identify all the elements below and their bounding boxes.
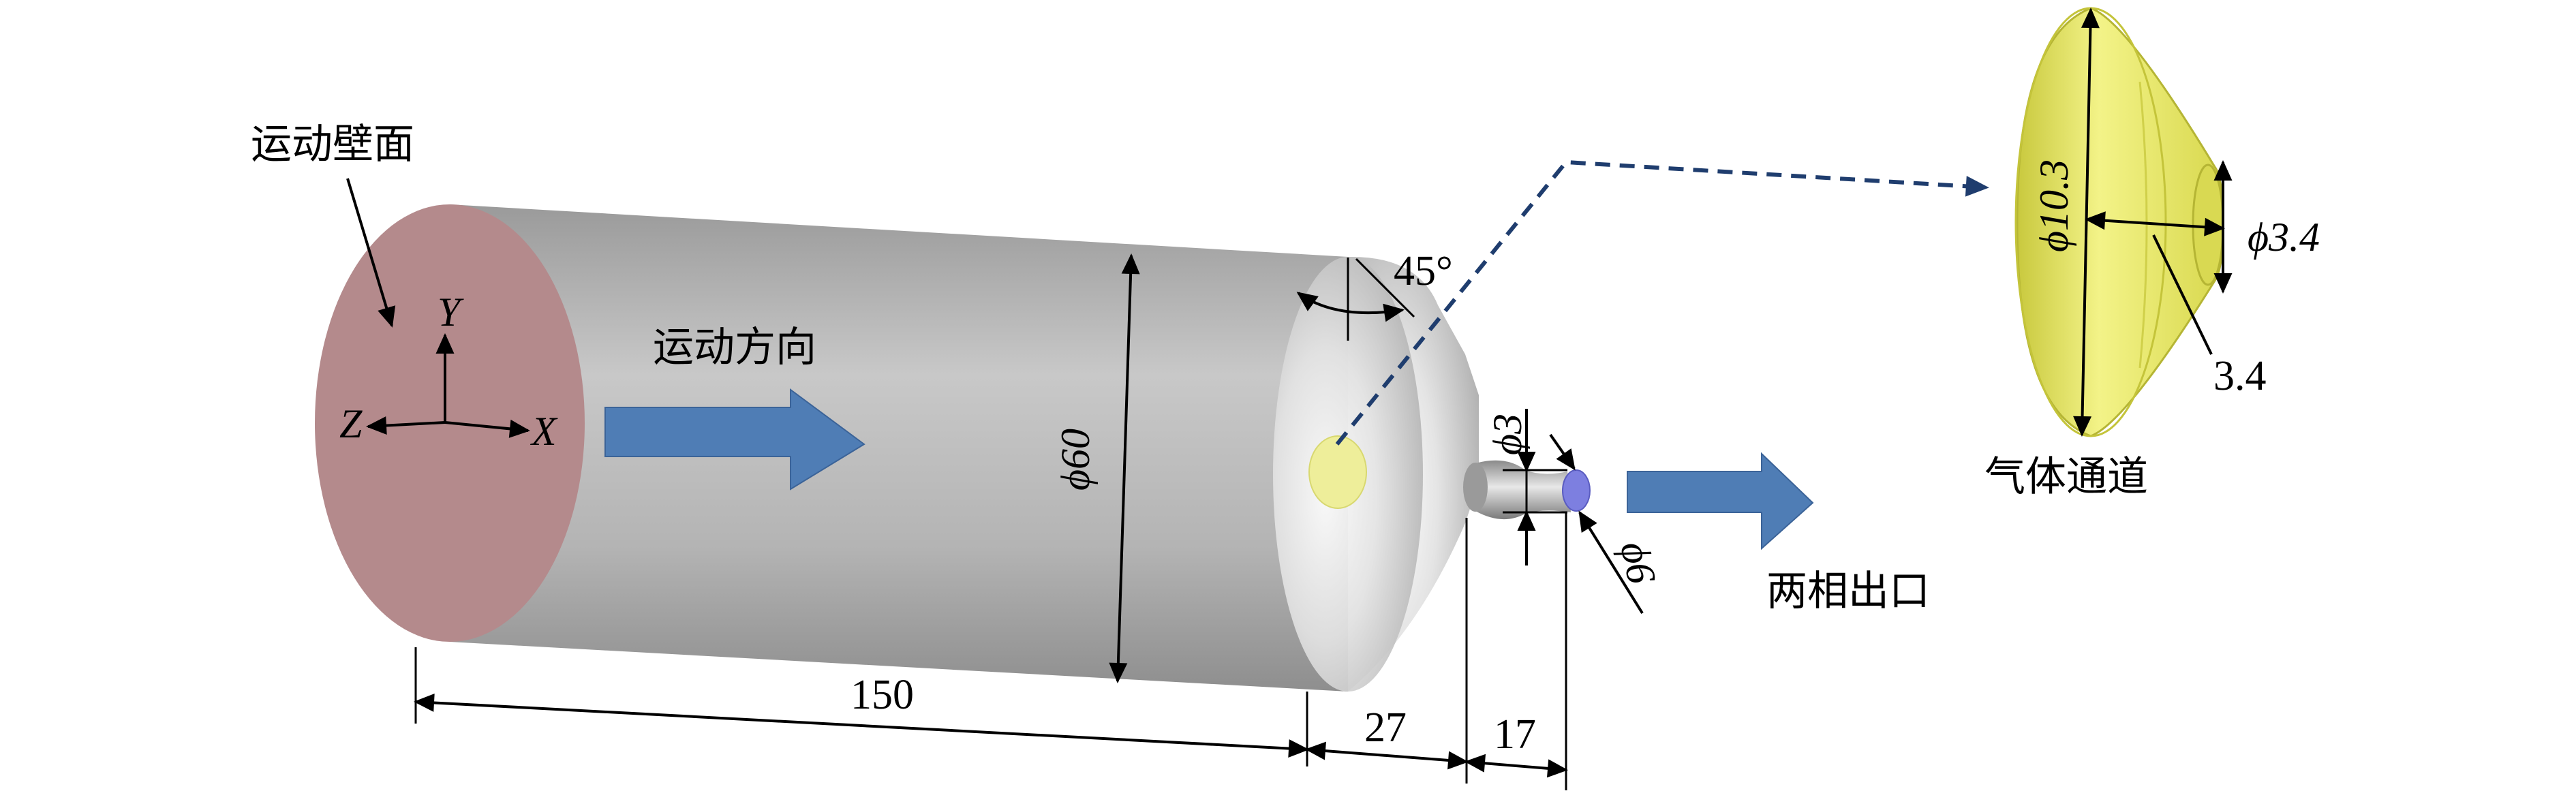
dim-channel-small-diameter: ϕ3.4 xyxy=(2213,160,2320,294)
coordinate-axes: Y X Z xyxy=(339,290,558,454)
dim-channel-large-diameter-label: ϕ10.3 xyxy=(2031,159,2076,252)
dim-length-main-line xyxy=(414,693,1309,758)
gas-channel-inlet xyxy=(1308,435,1367,509)
dim-channel-large-diameter: ϕ10.3 xyxy=(2031,7,2100,437)
dim-length-cone-line xyxy=(1305,741,1469,770)
dim-channel-small-diameter-label: ϕ3.4 xyxy=(2248,215,2320,260)
dim-length-main-label: 150 xyxy=(850,672,914,718)
outlet-face xyxy=(1562,469,1591,512)
dim-length-outlet-label: 17 xyxy=(1494,711,1536,758)
main-cylinder xyxy=(450,204,1348,692)
dim-length-outlet-line xyxy=(1465,754,1568,778)
dim-diameter-main: ϕ60 xyxy=(1053,253,1140,683)
outlet-flow-arrow xyxy=(1627,452,1814,551)
moving-wall-label: 运动壁面 xyxy=(251,121,414,168)
dim-outlet-diameter: ϕ6 xyxy=(1549,433,1665,615)
dim-length-cone-label: 27 xyxy=(1364,704,1407,751)
motion-direction-arrow xyxy=(604,388,865,491)
dim-throat-diameter: ϕ3 xyxy=(1485,409,1567,565)
axis-x-label: X xyxy=(530,409,558,454)
throat-section xyxy=(1463,460,1571,520)
gas-channel-label: 气体通道 xyxy=(1984,453,2148,501)
dim-cone-angle: 45° xyxy=(1296,248,1453,341)
dim-throat-diameter-label: ϕ3 xyxy=(1485,414,1530,455)
cone-section xyxy=(1273,256,1479,692)
axis-z-label: Z xyxy=(339,401,363,446)
moving-wall-leader xyxy=(346,178,396,328)
dim-outlet-diameter-label: ϕ6 xyxy=(1612,538,1664,587)
dim-channel-length-label: 3.4 xyxy=(2213,353,2267,399)
axis-y-label: Y xyxy=(438,290,464,335)
dim-diameter-main-label: ϕ60 xyxy=(1053,429,1098,491)
motion-direction-label: 运动方向 xyxy=(653,324,816,371)
dim-cone-angle-label: 45° xyxy=(1394,248,1453,294)
two-phase-outlet-label: 两相出口 xyxy=(1766,568,1930,615)
detail-leader-dashed xyxy=(1335,159,1989,446)
dim-channel-length: 3.4 xyxy=(2085,211,2267,399)
dim-lengths: 150 27 17 xyxy=(414,512,1568,790)
